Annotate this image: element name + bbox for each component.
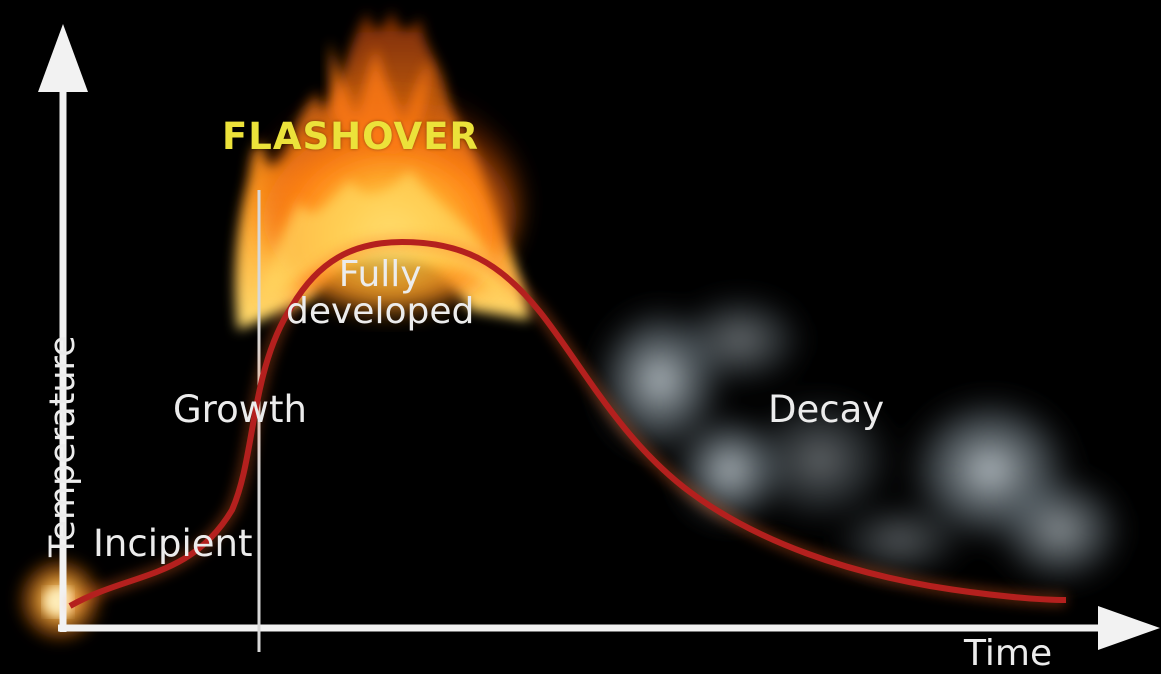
decay-smoke [590, 290, 1130, 590]
axes [38, 24, 1160, 650]
decay-label: Decay [768, 388, 885, 431]
fully-developed-line1: Fully [338, 254, 422, 295]
y-axis-label: Temperature [43, 335, 83, 557]
x-axis-label: Time [964, 633, 1053, 674]
fire-curve-line [68, 238, 1067, 609]
x-axis-arrow [1098, 606, 1160, 650]
growth-label: Growth [173, 388, 307, 431]
fully-developed-label: Fully developed [286, 256, 474, 330]
incipient-label: Incipient [93, 522, 253, 565]
y-axis-arrow [38, 24, 88, 92]
flashover-label: FLASHOVER [222, 115, 479, 158]
fire-curve [67, 235, 1067, 612]
fully-developed-line2: developed [286, 291, 475, 332]
